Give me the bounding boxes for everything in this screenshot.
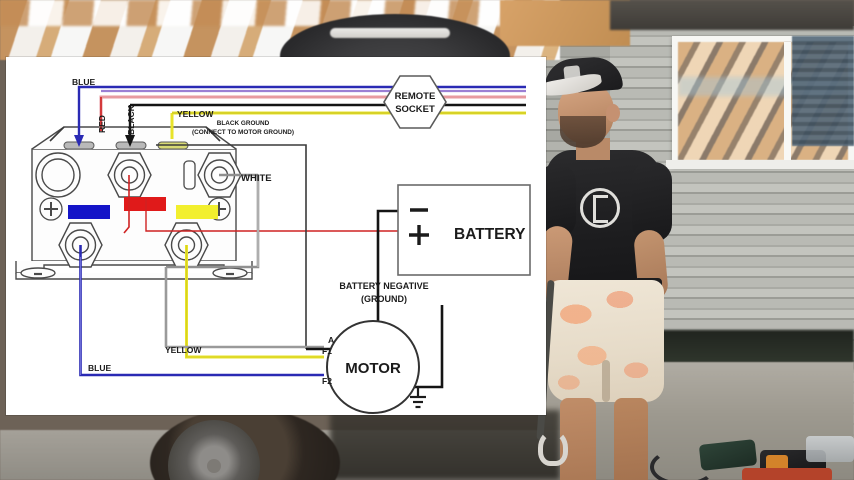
motor-terminal-f1: F1 [322, 346, 332, 356]
vehicle-rim [168, 420, 260, 480]
label-yellow-top: YELLOW [177, 109, 214, 119]
wire-blue-top [77, 85, 526, 135]
solenoid-screws [39, 160, 231, 221]
remote-socket-block: REMOTE SOCKET [383, 75, 447, 129]
window-sill [666, 160, 854, 169]
battery-block: BATTERY [397, 184, 531, 276]
motor-terminal-a: A [328, 335, 334, 345]
battery-negative-note-line1: BATTERY NEGATIVE [339, 281, 428, 291]
battery-negative-note-line2: (GROUND) [361, 294, 407, 304]
chip-yellow [176, 205, 218, 219]
wiring-diagram-svg: BATTERY REMOTE SOCKET MOTOR BLUE RED BLA… [6, 57, 546, 415]
presenter-beard [560, 116, 606, 148]
window-blind [792, 36, 854, 146]
red-tool-case [742, 468, 832, 480]
window-mullion [784, 42, 791, 160]
label-white: WHITE [241, 173, 272, 184]
winch-hook [538, 430, 568, 466]
chip-red [124, 197, 166, 211]
label-blue-bottom: BLUE [88, 363, 111, 373]
motor-label: MOTOR [345, 360, 401, 377]
vehicle-bonnet-highlight [330, 28, 450, 38]
remote-socket-line2: SOCKET [395, 104, 435, 115]
presenter-leg-right [614, 398, 648, 480]
label-blue-top: BLUE [72, 77, 95, 87]
black-ground-note-line1: BLACK GROUND [217, 120, 270, 127]
motor-block: MOTOR [326, 320, 426, 414]
presenter-sleeve-right [632, 162, 672, 242]
arrow-blue [74, 135, 84, 147]
wire-black-top [128, 103, 526, 135]
vehicle-shadow [330, 410, 560, 480]
solenoid-terminal-chips [68, 197, 218, 219]
tool-wrap [806, 436, 854, 462]
label-black-vertical: BLACK [126, 104, 136, 135]
wire-red-run [99, 95, 526, 234]
presenter-ear [606, 104, 620, 122]
motor-terminal-f2: F2 [322, 376, 332, 386]
roof-timber-right [500, 0, 630, 46]
remote-socket-line1: REMOTE [395, 91, 436, 102]
solenoid-posts [35, 152, 242, 268]
chip-blue [68, 205, 110, 219]
black-ground-note-line2: (CONNECT TO MOTOR GROUND) [192, 129, 294, 136]
arrow-black [125, 135, 135, 147]
wiring-diagram-overlay: BATTERY REMOTE SOCKET MOTOR BLUE RED BLA… [6, 57, 546, 415]
wire-black-ground [49, 126, 307, 349]
presenter [535, 30, 716, 480]
carport-roof-sheets [0, 0, 560, 26]
battery-positive-symbol [409, 225, 429, 245]
power-cord [650, 448, 716, 480]
roof-eave-dark [610, 0, 854, 30]
motor-ground-icon [410, 387, 426, 409]
shorts-hem-split [602, 360, 610, 402]
shirt-logo [580, 188, 620, 228]
label-yellow-bottom: YELLOW [165, 345, 202, 355]
label-red-vertical: RED [97, 115, 107, 133]
battery-label: BATTERY [454, 226, 526, 243]
